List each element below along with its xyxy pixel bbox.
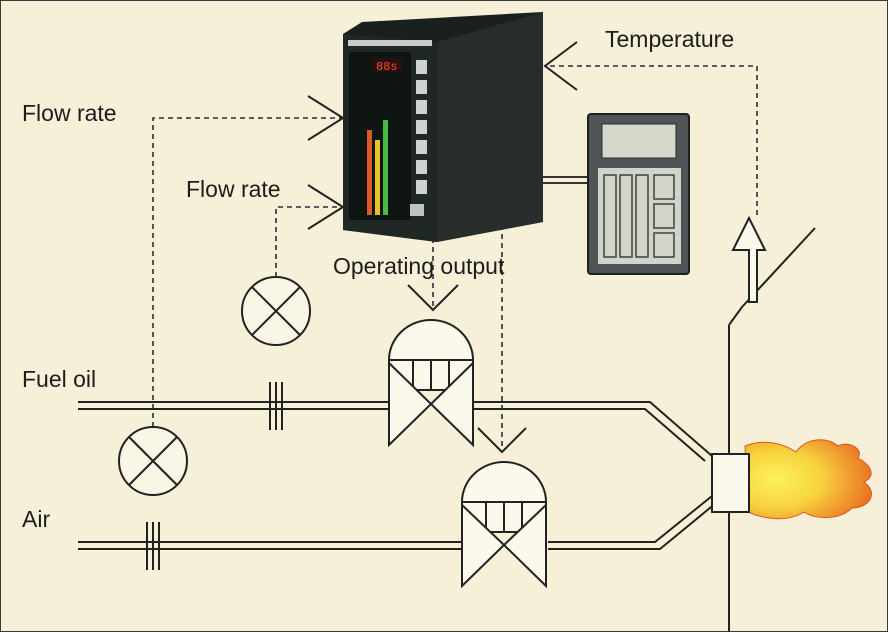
signal-lines xyxy=(152,65,758,450)
orifice-plate-icon xyxy=(146,522,160,570)
programming-terminal xyxy=(587,113,690,275)
temperature-sensor-icon xyxy=(728,215,816,632)
flow-rate-fuel-label: Flow rate xyxy=(22,100,117,126)
connection-cable xyxy=(540,176,592,184)
air-pipe xyxy=(78,495,717,550)
control-valve-icon xyxy=(387,319,475,448)
orifice-plate-icon xyxy=(269,382,283,430)
operating-output-label: Operating output xyxy=(333,253,505,279)
temperature-label: Temperature xyxy=(605,26,735,52)
controller-instrument: 88s xyxy=(343,12,543,242)
burner-icon xyxy=(711,453,750,513)
flow-meter-icon xyxy=(241,276,311,346)
flame-icon xyxy=(744,439,872,520)
control-valve-icon xyxy=(460,461,548,589)
flow-rate-air-label: Flow rate xyxy=(186,176,281,202)
flow-meter-icon xyxy=(118,426,188,496)
air-label: Air xyxy=(22,506,51,532)
fuel-oil-label: Fuel oil xyxy=(22,366,97,392)
svg-text:88s: 88s xyxy=(376,60,398,74)
fuel-oil-pipe xyxy=(78,401,713,462)
